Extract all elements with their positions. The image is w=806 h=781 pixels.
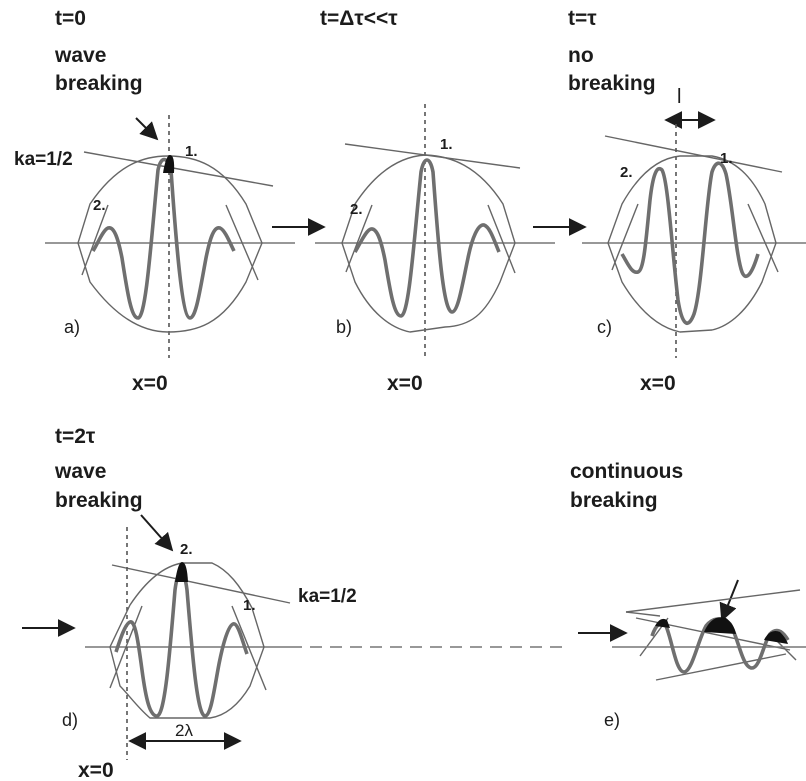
panel-b-envelope — [341, 154, 516, 333]
panel-a-envelope — [77, 155, 263, 333]
panel-a-wave — [91, 157, 236, 320]
panel-c-envelope-tail — [747, 203, 779, 273]
panel-d-caption-line-1: wave — [54, 460, 106, 483]
panel-d-caption-line-2: breaking — [55, 489, 143, 512]
panel-a-threshold-line — [83, 151, 274, 187]
panel-c-caption-line-1: no — [568, 44, 594, 67]
panel-a-breaking-crest — [163, 155, 175, 173]
panel-a-crest-label-1: 1. — [185, 143, 198, 160]
panel-c-crest-label-2: 2. — [620, 164, 633, 181]
panel-a-breaking-arrow — [135, 117, 159, 141]
panel-c-threshold-line — [604, 135, 783, 173]
panel-e-breaking-arrow — [719, 579, 739, 622]
panel-d-ka-label: ka=1/2 — [298, 586, 357, 607]
panel-c-envelope-tail — [611, 203, 639, 271]
panel-d-crest-label-1: 1. — [243, 597, 256, 614]
panel-c-time-label: t=τ — [568, 7, 597, 30]
panel-c-wave — [620, 161, 760, 325]
panel-a: t=0 wave breaking ka=1/2 1. 2. a) x=0 — [14, 7, 295, 395]
panel-e-caption-line-1: continuous — [570, 460, 683, 483]
panel-e-panel-label: e) — [604, 710, 620, 730]
panel-a-envelope-tail — [225, 204, 259, 281]
panel-b-crest-label-1: 1. — [440, 136, 453, 153]
panel-a-caption-line-1: wave — [54, 44, 106, 67]
panel-a-time-label: t=0 — [55, 7, 86, 30]
panel-b-panel-label: b) — [336, 317, 352, 337]
panel-d-time-label: t=2τ — [55, 425, 96, 448]
panel-b-envelope-tail — [345, 204, 373, 273]
panel-d: t=2τ wave breaking ka=1/2 2. 1. 2λ d) x=… — [22, 425, 562, 781]
panel-c-caption-line-2: breaking — [568, 72, 656, 95]
panel-c-shift-label: l — [677, 86, 681, 108]
panel-e-breaking-crest-1 — [655, 618, 670, 628]
panel-e-threshold-line — [625, 589, 801, 613]
panel-a-panel-label: a) — [64, 317, 80, 337]
panel-d-threshold-line — [111, 564, 291, 604]
panel-a-caption-line-2: breaking — [55, 72, 143, 95]
panel-d-envelope-tail — [231, 605, 267, 691]
panel-c-panel-label: c) — [597, 317, 612, 337]
panel-b-time-label: t=Δτ<<τ — [320, 7, 398, 30]
panel-e-breaking-crest-2 — [704, 617, 736, 634]
panel-b-crest-label-2: 2. — [350, 201, 363, 218]
panel-d-breaking-crest — [175, 562, 188, 582]
panel-d-panel-label: d) — [62, 710, 78, 730]
panel-d-breaking-arrow — [140, 514, 174, 552]
panel-a-crest-label-2: 2. — [93, 197, 106, 214]
panel-e-envelope-bottom — [655, 653, 787, 681]
panel-c-envelope — [607, 155, 777, 333]
panel-c-crest-label-1: 1. — [720, 150, 733, 167]
panel-a-ka-label: ka=1/2 — [14, 149, 73, 170]
panel-d-length-label: 2λ — [175, 721, 193, 740]
panel-b-x-label: x=0 — [387, 372, 423, 395]
panel-c: t=τ no breaking l 1. 2. c) x=0 — [568, 7, 806, 395]
panel-a-x-label: x=0 — [132, 372, 168, 395]
panel-d-x-label: x=0 — [78, 759, 114, 781]
panel-d-wave — [114, 570, 249, 718]
panel-e: continuous breaking e) — [570, 460, 806, 730]
panel-d-crest-label-2: 2. — [180, 541, 193, 558]
panel-d-envelope-tail — [109, 605, 143, 689]
panel-b-wave — [353, 158, 501, 318]
panel-a-envelope-tail — [81, 204, 109, 276]
panel-e-breaking-crest-3 — [764, 631, 788, 644]
panel-b: t=Δτ<<τ 1. 2. b) x=0 — [315, 7, 555, 395]
panel-b-envelope-tail — [487, 204, 516, 274]
panel-c-x-label: x=0 — [640, 372, 676, 395]
panel-e-caption-line-2: breaking — [570, 489, 658, 512]
panel-e-envelope-left — [625, 611, 661, 617]
panel-e-envelope-tail — [775, 639, 797, 661]
